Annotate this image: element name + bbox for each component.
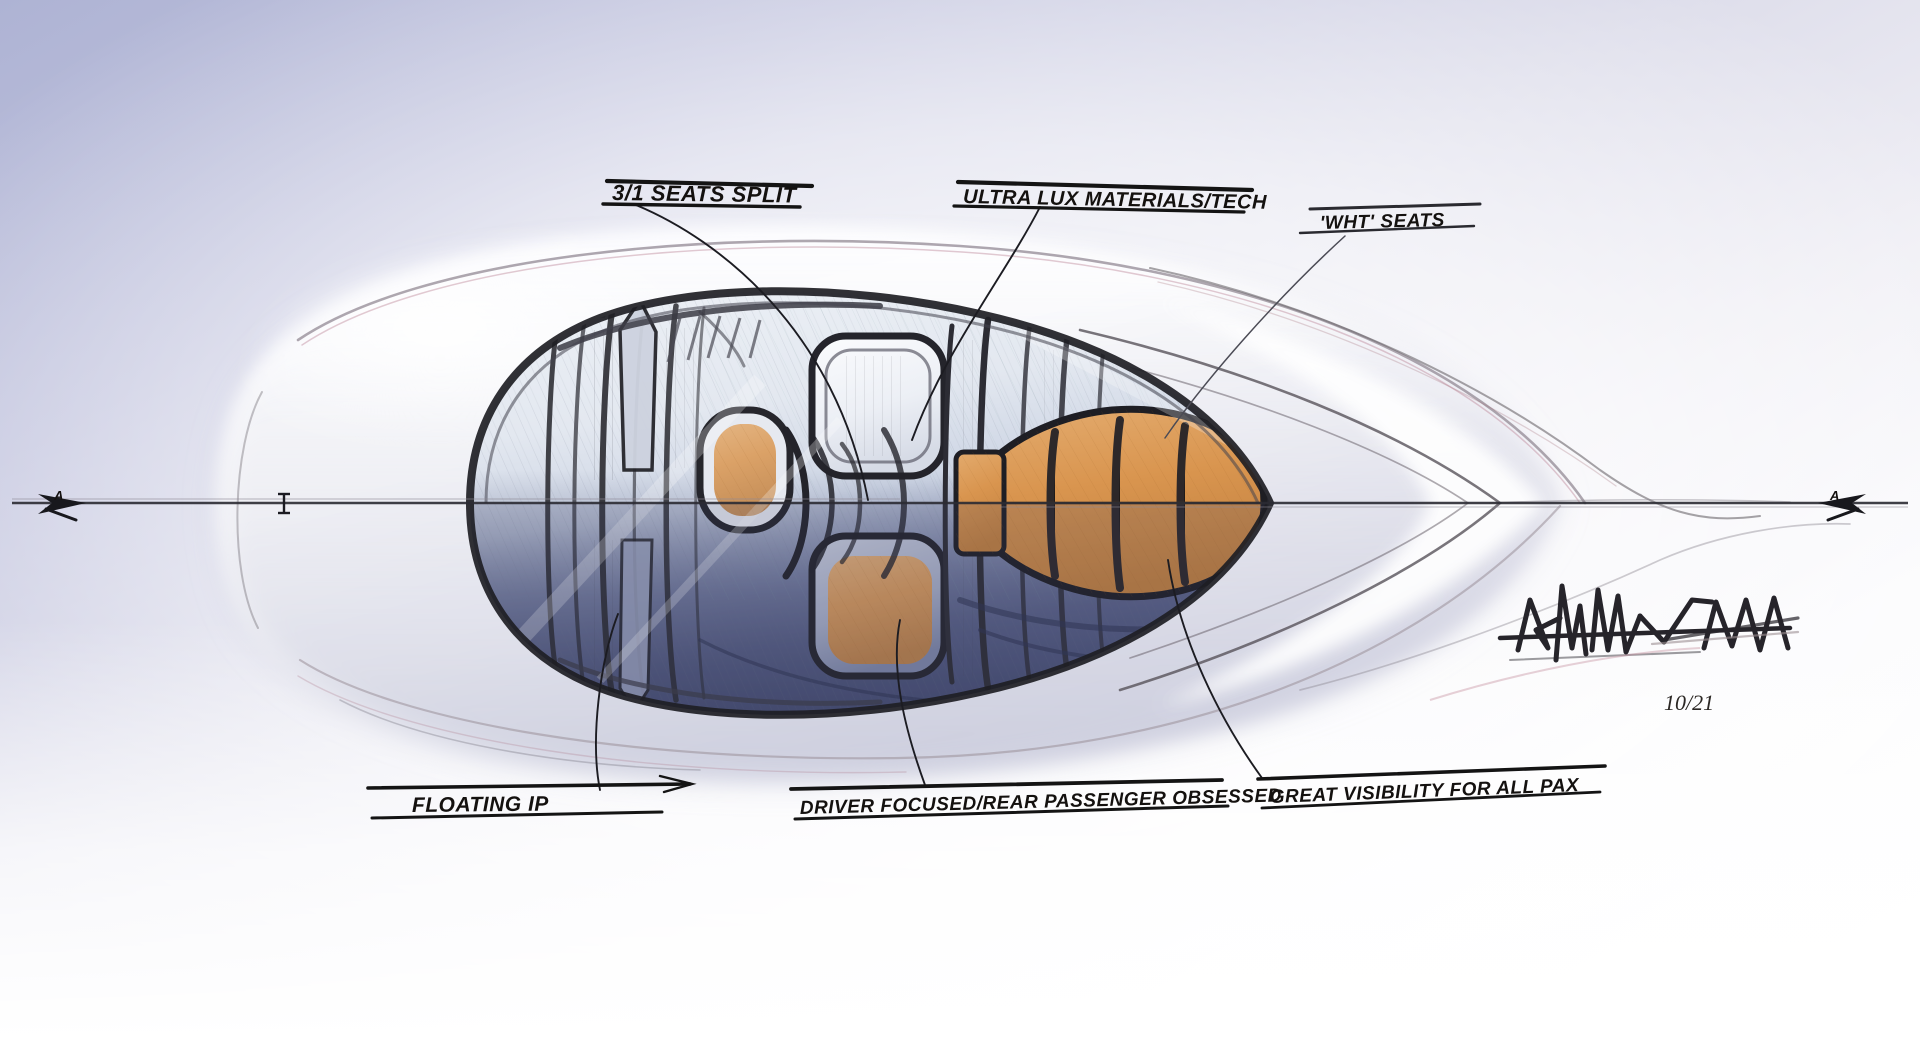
section-marker-left: A [38, 488, 86, 522]
section-marker-right: A [1818, 488, 1866, 522]
front-seat-upper [808, 332, 948, 480]
steering-wheel [696, 406, 794, 534]
header-louvers [666, 315, 762, 363]
leader-seats-split [635, 204, 869, 501]
leader-lines [595, 204, 1346, 791]
leader-ultra-lux [911, 206, 1041, 441]
leader-floating-ip [595, 613, 619, 791]
centerline-tick [278, 492, 290, 515]
annotation-floating-ip[interactable]: FLOATING IP [366, 774, 697, 820]
leader-driver-focused [895, 619, 926, 786]
signature-date: 10/21 [1664, 690, 1714, 715]
designer-signature [1497, 583, 1800, 663]
annotation-wht-seats-label: 'WHT' SEATS [1320, 210, 1445, 234]
svg-text:10/21: 10/21 [1664, 690, 1714, 715]
annotation-floating-ip-label: FLOATING IP [412, 793, 550, 817]
ip-display-ribs [592, 328, 700, 690]
signature-ghost-line [1429, 647, 1701, 701]
leader-wht-seats [1164, 235, 1346, 439]
centerline [12, 498, 1908, 508]
leader-great-visibility [1167, 559, 1263, 779]
annotation-wht-seats[interactable]: 'WHT' SEATS [1298, 202, 1482, 235]
annotation-seats-split[interactable]: 3/1 SEATS SPLIT [601, 178, 815, 209]
section-label-right: A [1829, 488, 1840, 503]
annotation-seats-split-label: 3/1 SEATS SPLIT [612, 180, 798, 208]
front-seat-lower [808, 532, 948, 680]
section-label-left: A [53, 488, 64, 503]
